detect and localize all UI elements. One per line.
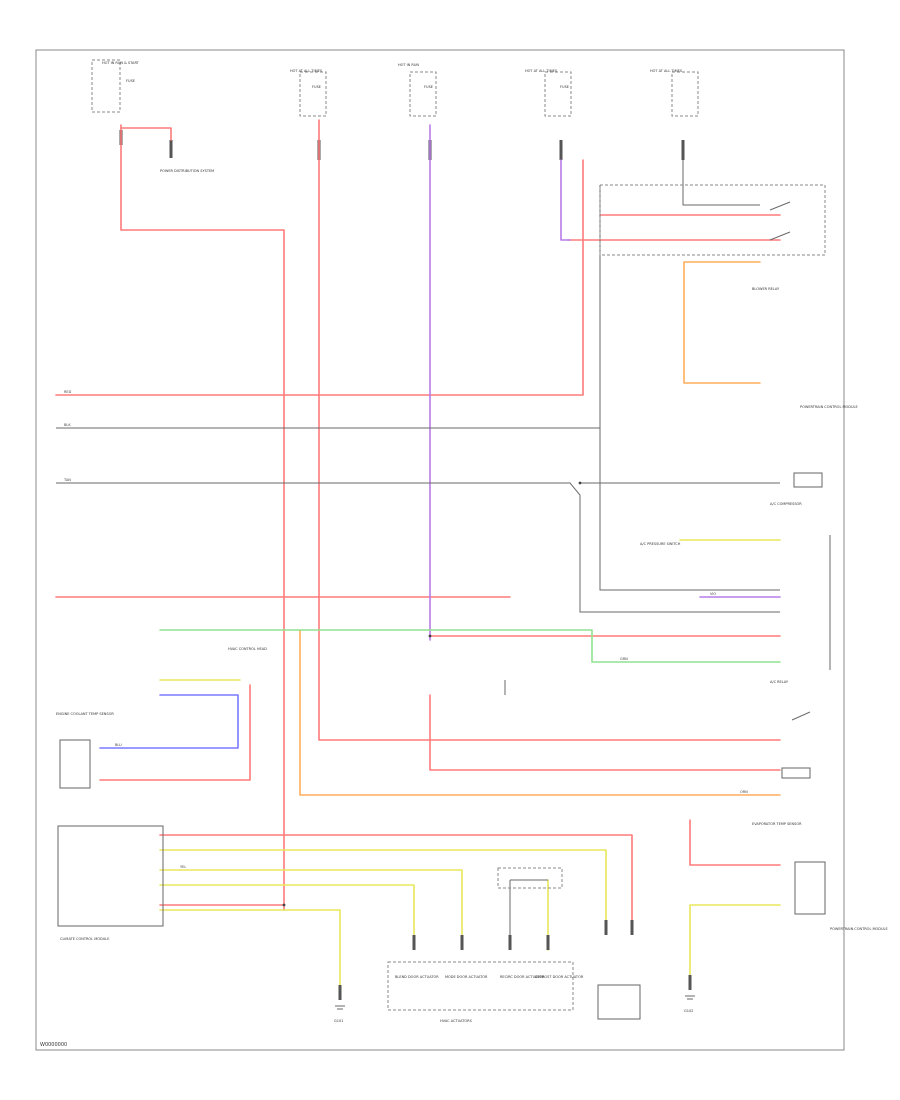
junction-dot bbox=[428, 634, 432, 638]
top-note-3: HOT AT ALL TIMES bbox=[525, 69, 558, 73]
wire-tag-blue: BLU bbox=[115, 743, 122, 747]
ground-symbol-a: G101 bbox=[334, 1005, 345, 1023]
yellow-wire-a bbox=[159, 869, 463, 936]
diagram-frame bbox=[35, 49, 845, 1051]
orange-wire-main bbox=[299, 629, 781, 796]
ac-compressor-label: A/C COMPRESSOR bbox=[770, 502, 802, 506]
wire-tag-red: RED bbox=[64, 390, 72, 394]
blend-door-label: BLEND DOOR ACTUATOR bbox=[395, 975, 439, 979]
yellow-wire-c bbox=[159, 909, 341, 986]
relay-box bbox=[599, 184, 826, 256]
fuse-b-label: FUSE bbox=[312, 85, 321, 89]
climate-module-box bbox=[57, 825, 164, 927]
blower-relay-label: BLOWER RELAY bbox=[752, 287, 780, 291]
power-distribution-label: POWER DISTRIBUTION SYSTEM bbox=[160, 169, 214, 173]
mode-door-label: MODE DOOR ACTUATOR bbox=[445, 975, 488, 979]
recirc-door-label: RECIRC DOOR ACTUATOR bbox=[500, 975, 545, 979]
yellow-wire-f bbox=[689, 904, 781, 976]
ground-a-label: G101 bbox=[334, 1019, 343, 1023]
relay-coil bbox=[781, 767, 811, 779]
red-wire-i bbox=[689, 819, 781, 866]
engine-temp-label: ENGINE COOLANT TEMP SENSOR bbox=[56, 712, 114, 716]
wire-tag-yellow: YEL bbox=[180, 865, 186, 869]
hvac-control-label: HVAC CONTROL HEAD bbox=[228, 647, 267, 651]
pcm-label: POWERTRAIN CONTROL MODULE bbox=[800, 405, 858, 409]
sensor-box-bottom bbox=[497, 867, 563, 889]
yellow-wire-b bbox=[159, 884, 415, 936]
evap-sensor-box bbox=[794, 861, 826, 915]
junction-dot bbox=[578, 481, 582, 485]
fuse-c-label: FUSE bbox=[424, 85, 433, 89]
actuator-group-label: HVAC ACTUATORS bbox=[440, 1019, 473, 1023]
top-note-4: HOT AT ALL TIMES bbox=[650, 69, 683, 73]
red-wire-main bbox=[120, 124, 285, 911]
orange-wire-relay bbox=[683, 261, 761, 384]
red-wire-b bbox=[318, 119, 781, 741]
footer-code: W0000000 bbox=[40, 1042, 67, 1048]
ac-relay-label: A/C RELAY bbox=[770, 680, 789, 684]
wire-tag-green: GRN bbox=[620, 657, 628, 661]
pcm-ref-label: POWERTRAIN CONTROL MODULE bbox=[830, 927, 888, 931]
actuator-group-box bbox=[387, 961, 574, 1011]
fuse-d-label: FUSE bbox=[560, 85, 569, 89]
grey-wire-d bbox=[682, 160, 760, 206]
climate-module-label: CLIMATE CONTROL MODULE bbox=[60, 937, 109, 941]
wire-tag-tan: TAN bbox=[63, 478, 71, 482]
motor-symbol bbox=[597, 984, 641, 1020]
green-wire bbox=[159, 629, 781, 663]
red-wire-sensor bbox=[99, 684, 251, 781]
ground-b-label: G102 bbox=[684, 1009, 693, 1013]
red-wire-c bbox=[55, 159, 584, 396]
ignition-label: HOT IN RUN & START bbox=[102, 61, 140, 65]
top-note-2: HOT IN RUN bbox=[398, 63, 419, 67]
junction-dot bbox=[282, 903, 286, 907]
wire-tag-orange: ORN bbox=[740, 790, 748, 794]
defrost-door-label: DEFROST DOOR ACTUATOR bbox=[535, 975, 584, 979]
fuse-a-label: FUSE bbox=[126, 79, 135, 83]
grey-wire-c bbox=[599, 185, 780, 591]
ac-pressure-label: A/C PRESSURE SWITCH bbox=[640, 542, 681, 546]
violet-wire-b bbox=[560, 159, 571, 241]
blue-wire bbox=[99, 694, 239, 749]
switch-contact bbox=[769, 201, 791, 211]
ac-compressor-symbol bbox=[793, 472, 823, 488]
evap-sensor-label: EVAPORATOR TEMP SENSOR bbox=[752, 822, 802, 826]
wire-tag-violet: VIO bbox=[710, 592, 716, 596]
grey-wire-b bbox=[56, 482, 780, 613]
red-wire-f bbox=[429, 694, 781, 771]
switch-contact bbox=[791, 711, 811, 721]
ground-symbol-b: G102 bbox=[684, 995, 695, 1013]
switch-contact bbox=[769, 231, 791, 241]
top-power-sources: HOT IN RUN & START FUSE HOT AT ALL TIMES… bbox=[91, 59, 699, 117]
wire-tag-black: BLK bbox=[64, 423, 71, 427]
top-note-1: HOT AT ALL TIMES bbox=[290, 69, 323, 73]
red-wire-g bbox=[159, 834, 633, 921]
yellow-wire-d bbox=[159, 849, 607, 921]
engine-temp-sensor bbox=[59, 739, 91, 789]
red-wire-pd bbox=[120, 127, 172, 141]
